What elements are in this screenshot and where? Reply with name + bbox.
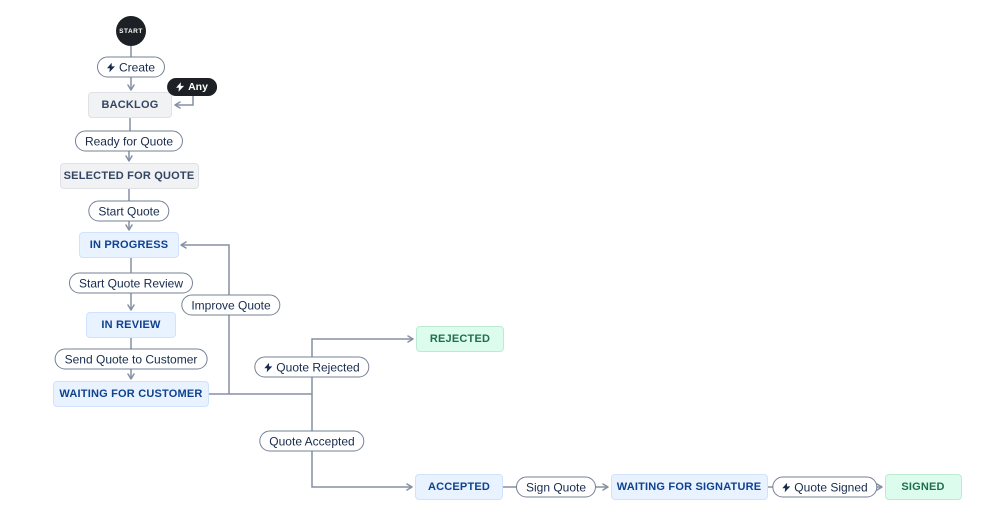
lightning-icon — [782, 482, 791, 492]
transition-pill-quote-accepted[interactable]: Quote Accepted — [259, 430, 365, 452]
transition-label: Sign Quote — [525, 480, 587, 494]
lightning-icon — [106, 62, 115, 72]
transition-label: Quote Rejected — [276, 360, 360, 374]
start-node[interactable]: START — [116, 16, 146, 46]
status-label: IN PROGRESS — [89, 239, 169, 251]
transition-pill-improve-quote[interactable]: Improve Quote — [181, 294, 281, 316]
transition-label: Quote Signed — [794, 480, 868, 494]
status-node-selected-for-quote[interactable]: SELECTED FOR QUOTE — [59, 163, 199, 189]
status-node-accepted[interactable]: ACCEPTED — [415, 474, 503, 500]
start-node-label: START — [119, 27, 143, 35]
transition-pill-start-quote-review[interactable]: Start Quote Review — [68, 272, 194, 294]
status-node-waiting-for-customer[interactable]: WAITING FOR CUSTOMER — [53, 381, 209, 407]
transition-label: Send Quote to Customer — [64, 352, 198, 366]
transition-pill-send-quote-to-customer[interactable]: Send Quote to Customer — [54, 348, 208, 370]
status-node-backlog[interactable]: BACKLOG — [88, 92, 172, 118]
transition-label: Create — [118, 60, 156, 74]
status-node-in-review[interactable]: IN REVIEW — [86, 312, 176, 338]
transition-pill-ready-for-quote[interactable]: Ready for Quote — [74, 130, 184, 152]
transition-arrow — [180, 241, 230, 394]
transition-label: Start Quote — [98, 204, 160, 218]
status-node-signed[interactable]: SIGNED — [884, 474, 962, 500]
transition-label: Improve Quote — [191, 298, 271, 312]
lightning-icon — [176, 82, 185, 92]
transition-pill-quote-signed[interactable]: Quote Signed — [772, 476, 878, 498]
transition-arrow — [174, 93, 194, 109]
status-label: SELECTED FOR QUOTE — [63, 170, 195, 182]
transition-pill-any[interactable]: Any — [167, 78, 217, 96]
transition-label: Quote Accepted — [269, 434, 355, 448]
status-node-waiting-for-signature[interactable]: WAITING FOR SIGNATURE — [610, 474, 768, 500]
transition-arrow — [311, 394, 413, 491]
status-node-rejected[interactable]: REJECTED — [416, 326, 504, 352]
transition-label: Any — [188, 81, 208, 93]
transition-pill-create[interactable]: Create — [96, 56, 166, 78]
transition-label: Ready for Quote — [84, 134, 174, 148]
transition-pill-sign-quote[interactable]: Sign Quote — [515, 476, 597, 498]
status-label: ACCEPTED — [427, 481, 491, 493]
status-label: BACKLOG — [101, 99, 159, 111]
status-label: WAITING FOR CUSTOMER — [59, 388, 203, 400]
lightning-icon — [264, 362, 273, 372]
transition-pill-start-quote[interactable]: Start Quote — [88, 200, 170, 222]
status-label: WAITING FOR SIGNATURE — [616, 481, 762, 493]
status-label: IN REVIEW — [101, 319, 161, 331]
transition-pill-quote-rejected[interactable]: Quote Rejected — [254, 356, 370, 378]
status-label: REJECTED — [429, 333, 491, 345]
transition-label: Start Quote Review — [78, 276, 184, 290]
status-label: SIGNED — [901, 481, 945, 493]
status-node-in-progress[interactable]: IN PROGRESS — [79, 232, 179, 258]
